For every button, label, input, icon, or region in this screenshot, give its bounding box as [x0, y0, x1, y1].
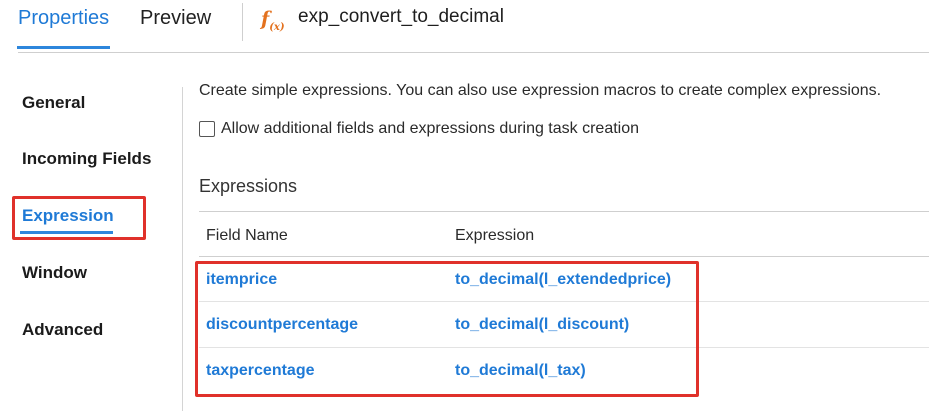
expression-cell[interactable]: to_decimal(l_tax) [455, 362, 586, 379]
sidebar-item-advanced[interactable]: Advanced [22, 320, 104, 339]
tab-properties[interactable]: Properties [18, 7, 110, 29]
row-divider [199, 347, 929, 348]
section-divider [199, 211, 929, 212]
sidebar-divider [182, 87, 183, 411]
tab-preview[interactable]: Preview [140, 7, 212, 29]
expression-rows-highlight-box [195, 261, 699, 397]
tab-divider [242, 3, 243, 41]
function-icon: f(x) [261, 8, 285, 33]
active-sidebar-indicator [20, 231, 113, 234]
expressions-section-title: Expressions [199, 176, 298, 196]
allow-additional-fields-checkbox[interactable] [199, 121, 215, 137]
field-name-cell[interactable]: discountpercentage [206, 316, 359, 333]
sidebar-item-general[interactable]: General [22, 93, 86, 112]
function-icon-x: (x) [269, 21, 285, 33]
row-divider [199, 301, 929, 302]
expression-cell[interactable]: to_decimal(l_discount) [455, 316, 630, 333]
tab-bar: Properties Preview f(x) exp_convert_to_d… [0, 0, 929, 54]
column-header-expression: Expression [455, 227, 535, 244]
column-header-field-name: Field Name [206, 227, 288, 244]
function-icon-f: f [261, 8, 270, 30]
sidebar-item-incoming-fields[interactable]: Incoming Fields [22, 149, 152, 168]
field-name-cell[interactable]: itemprice [206, 271, 278, 288]
allow-additional-fields-label[interactable]: Allow additional fields and expressions … [221, 120, 640, 137]
sidebar-item-window[interactable]: Window [22, 263, 87, 282]
active-tab-indicator [17, 46, 110, 49]
expression-highlight-box [12, 196, 146, 240]
tab-bar-divider [18, 52, 929, 53]
expressions-description: Create simple expressions. You can also … [199, 82, 882, 99]
expression-cell[interactable]: to_decimal(l_extendedprice) [455, 271, 672, 288]
transformation-name: exp_convert_to_decimal [298, 6, 504, 27]
field-name-cell[interactable]: taxpercentage [206, 362, 315, 379]
header-divider [199, 256, 929, 257]
sidebar-item-expression[interactable]: Expression [22, 206, 114, 225]
